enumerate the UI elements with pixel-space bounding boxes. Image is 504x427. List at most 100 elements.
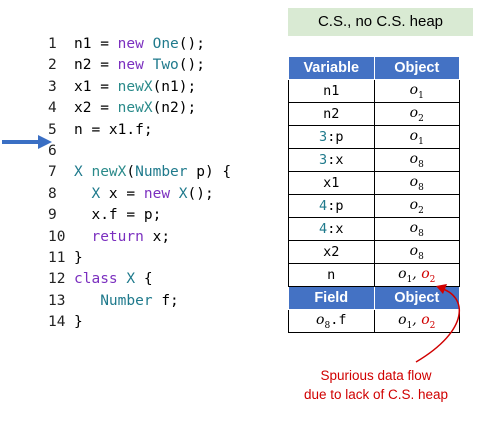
line-number: 6 — [48, 142, 57, 159]
object-cell: o1 — [373, 79, 460, 103]
code-line: 1 n1 = new One(); — [48, 34, 231, 55]
object-index: 2 — [418, 205, 424, 216]
code-token: new — [143, 185, 171, 202]
column-header: Object — [373, 56, 460, 80]
annotation-line-2: due to lack of C.S. heap — [303, 387, 449, 402]
object-cell: o1, o2 — [373, 263, 460, 287]
object-index: 2 — [418, 113, 424, 124]
object-index: 8 — [418, 228, 424, 239]
line-number: 8 — [48, 185, 57, 202]
object-ref: o2 — [409, 104, 424, 124]
code-token: x2 = — [74, 100, 118, 117]
line-number: 1 — [48, 36, 57, 52]
object-index: 1 — [406, 320, 413, 331]
object-cell: o8 — [373, 171, 460, 195]
code-token: Two — [152, 57, 179, 74]
code-line: 14} — [48, 312, 231, 333]
code-line: 8 X x = new X(); — [48, 184, 231, 205]
variable-token: n — [327, 267, 336, 283]
table-row: n o1, o2 — [288, 263, 460, 287]
table-row: n2 o2 — [288, 102, 460, 126]
variable-token: 3 — [319, 129, 328, 145]
code-token: } — [74, 249, 83, 266]
object-index: 1 — [418, 90, 424, 101]
code-token: X — [91, 185, 101, 202]
variable-cell: o8.f — [288, 309, 375, 333]
variable-cell: n — [288, 263, 375, 287]
code-token: newX — [117, 78, 153, 95]
code-line: 11} — [48, 248, 231, 269]
current-line-arrow-icon — [2, 135, 52, 149]
object-ref: o8 — [409, 242, 424, 262]
code-token: f; — [152, 292, 179, 309]
code-token: (n2); — [152, 100, 197, 117]
code-token: X — [178, 185, 188, 202]
object-ref: o1 — [398, 265, 413, 285]
code-token: p) { — [187, 164, 232, 181]
column-header: Variable — [288, 56, 375, 80]
line-number: 11 — [48, 249, 66, 266]
code-token: ( — [126, 164, 136, 181]
spurious-object-ref: o2 — [421, 265, 436, 285]
variable-cell: 4:x — [288, 217, 375, 241]
code-token: n1 = — [74, 36, 118, 52]
code-token: x1 = — [74, 78, 118, 95]
line-number: 12 — [48, 271, 66, 288]
object-index: 2 — [429, 320, 436, 331]
variable-token: n1 — [323, 83, 340, 99]
code-token: Number — [135, 164, 188, 181]
object-index: 8 — [418, 182, 424, 193]
table-row: 4:x o8 — [288, 217, 460, 241]
variable-cell: n1 — [288, 79, 375, 103]
code-token: n2 = — [74, 57, 118, 74]
code-token: { — [135, 271, 153, 288]
line-number: 5 — [48, 121, 57, 138]
line-number: 14 — [48, 314, 66, 331]
code-line: 9 x.f = p; — [48, 205, 231, 226]
code-token: new — [117, 36, 144, 52]
object-ref: o1 — [398, 311, 413, 331]
line-number: 10 — [48, 228, 66, 245]
code-token: newX — [117, 100, 153, 117]
variable-token: :p — [327, 129, 344, 145]
spurious-object-ref: o2 — [421, 311, 436, 331]
code-token: return — [91, 228, 144, 245]
variable-token: .f — [330, 311, 347, 328]
variable-token: n2 — [323, 106, 340, 122]
object-index: 1 — [418, 136, 424, 147]
code-token: (); — [178, 57, 205, 74]
object-cell: o8 — [373, 240, 460, 264]
code-token: x.f = p; — [74, 207, 162, 224]
code-token: class — [74, 271, 118, 288]
code-token: One — [152, 36, 179, 52]
object-index: 2 — [429, 274, 436, 285]
table-row: n1 o1 — [288, 79, 460, 103]
variable-token: 3 — [319, 152, 328, 168]
line-number: 7 — [48, 164, 57, 181]
object-ref: o1 — [409, 81, 424, 101]
object-cell: o1, o2 — [373, 309, 460, 333]
variable-token: 4 — [319, 198, 328, 214]
variable-token: :x — [327, 152, 344, 168]
object-ref: o8 — [409, 173, 424, 193]
line-number: 2 — [48, 57, 57, 74]
spurious-flow-annotation: Spurious data flow due to lack of C.S. h… — [272, 366, 480, 404]
column-header: Field — [288, 286, 375, 310]
variable-cell: 3:p — [288, 125, 375, 149]
code-token: } — [74, 314, 83, 331]
separator: , — [412, 311, 422, 328]
object-ref: o8 — [409, 150, 424, 170]
object-ref: o8 — [409, 219, 424, 239]
code-token: (); — [178, 36, 205, 52]
